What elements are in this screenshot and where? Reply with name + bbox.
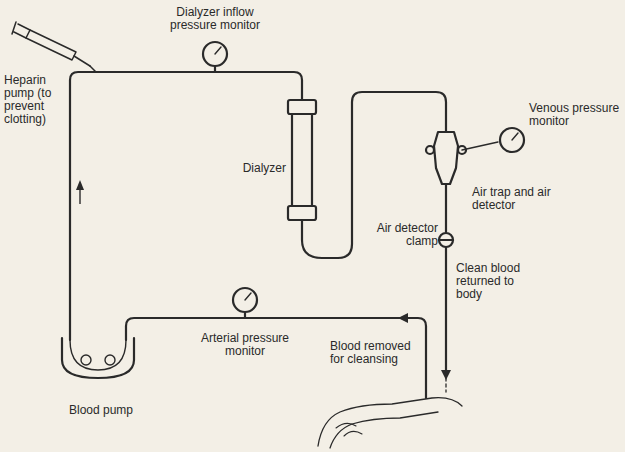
- part-label: Dialyzer inflow pressure monitor: [165, 6, 265, 32]
- part-label: Arterial pressure monitor: [200, 332, 290, 358]
- part-label: Venous pressure monitor: [529, 102, 621, 128]
- clamp: [439, 233, 453, 247]
- part-label: Dialyzer: [220, 162, 286, 175]
- arm-sketch: [318, 398, 462, 446]
- tube: [445, 184, 447, 232]
- pressure-gauge: [233, 288, 257, 312]
- pressure-gauge: [500, 128, 524, 152]
- dialyzer-cap: [288, 100, 316, 114]
- tube: [302, 92, 446, 258]
- part-label: Blood removed for cleansing: [330, 340, 416, 366]
- part-label: Heparin pump (to prevent clotting): [4, 74, 66, 126]
- pressure-gauge: [203, 42, 227, 66]
- gauge-stem: [244, 313, 246, 318]
- part-label: Air detector clamp: [372, 222, 438, 248]
- dialyzer-cap: [288, 206, 316, 220]
- air-detector: [426, 146, 434, 154]
- tube: [70, 72, 302, 340]
- clamp: [439, 239, 453, 241]
- air-trap: [434, 132, 458, 184]
- part-label: Clean blood returned to body: [456, 262, 532, 301]
- pump-roller: [70, 340, 126, 370]
- heparin-syringe: [12, 22, 96, 72]
- part-label: Air trap and air detector: [472, 186, 552, 212]
- dialyzer-body: [292, 114, 312, 206]
- tube: [445, 247, 447, 372]
- gauge-stem: [214, 67, 216, 72]
- blood-pump: [62, 338, 134, 378]
- leader-line: [462, 142, 498, 150]
- part-label: Blood pump: [56, 404, 146, 417]
- tube: [126, 318, 426, 398]
- flow-arrows: [76, 180, 451, 380]
